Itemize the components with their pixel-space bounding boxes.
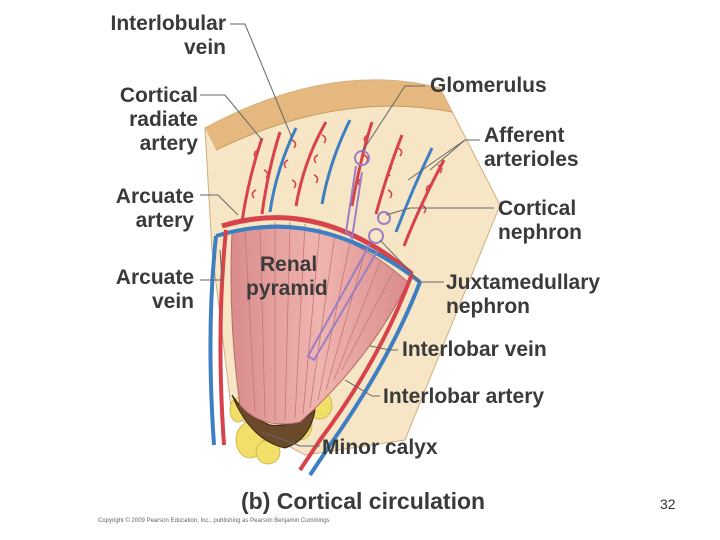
- cortical-nephron-label-line1: Cortical: [498, 197, 577, 220]
- interlobular-vein-label: Interlobular vein: [96, 12, 226, 60]
- figure-caption: (b) Cortical circulation: [241, 488, 486, 514]
- arcuate-vein-label-line2: vein: [151, 290, 194, 313]
- minor-calyx-label-text: Minor calyx: [322, 436, 438, 459]
- afferent-arterioles-label-line1: Afferent: [484, 124, 565, 147]
- cortical-radiate-artery-label-line1: Cortical: [119, 84, 198, 107]
- glomerulus-label-text: Glomerulus: [430, 74, 547, 97]
- interlobar-artery-vessel: [298, 273, 414, 472]
- juxtamedullary-nephron-label: Juxtamedullary nephron: [446, 271, 600, 319]
- arcuate-artery-vessel: [221, 215, 414, 276]
- interlobular-vein-label-line2: vein: [183, 36, 226, 59]
- interlobar-artery-label-text: Interlobar artery: [383, 385, 545, 408]
- cortical-radiate-vessels: [240, 119, 446, 247]
- cortical-nephron-label-line2: nephron: [498, 221, 582, 244]
- afferent-arterioles-label-line2: arterioles: [484, 148, 579, 171]
- left-interlobar-vein-vessel: [208, 235, 218, 446]
- arcuate-vein-label: Arcuate vein: [96, 266, 194, 314]
- juxtamedullary-nephron-label-line1: Juxtamedullary: [446, 271, 601, 294]
- arcuate-artery-label: Arcuate artery: [96, 185, 194, 233]
- interlobar-vein-label-text: Interlobar vein: [402, 338, 547, 361]
- arcuate-vein-vessel: [215, 224, 422, 284]
- interlobar-vein-label: Interlobar vein: [402, 338, 547, 362]
- cortical-nephron-shape: [344, 150, 391, 241]
- pyramid-striations: [244, 221, 394, 421]
- arcuate-artery-label-line1: Arcuate: [115, 185, 194, 208]
- cortical-nephron-label: Cortical nephron: [498, 197, 582, 245]
- interlobar-vein-vessel: [308, 281, 422, 477]
- cortical-radiate-artery-label-line2: radiate: [129, 108, 198, 131]
- leader-lines: [200, 23, 494, 447]
- cortical-radiate-artery-label-line3: artery: [139, 132, 198, 155]
- juxtamedullary-nephron-label-line2: nephron: [446, 295, 530, 318]
- left-interlobar-artery-vessel: [218, 229, 228, 446]
- renal-pyramid-label: Renal pyramid: [246, 253, 328, 301]
- juxtamedullary-nephron-shape: [306, 228, 384, 362]
- arcuate-vein-label-line1: Arcuate: [115, 266, 194, 289]
- interlobar-artery-label: Interlobar artery: [383, 385, 544, 409]
- renal-capsule: [205, 79, 452, 150]
- glomerulus-label: Glomerulus: [430, 74, 547, 98]
- arcuate-artery-label-line2: artery: [135, 209, 194, 232]
- cortical-radiate-artery-label: Cortical radiate artery: [96, 84, 198, 156]
- copyright-notice: Copyright © 2009 Pearson Education, Inc.…: [98, 518, 330, 524]
- afferent-arterioles-label: Afferent arterioles: [484, 124, 579, 172]
- slide-number: 32: [660, 496, 676, 512]
- minor-calyx-label: Minor calyx: [322, 436, 438, 460]
- renal-pyramid-label-line1: Renal: [260, 253, 318, 276]
- interlobular-vein-label-line1: Interlobular: [110, 12, 226, 35]
- renal-pyramid-label-line2: pyramid: [246, 277, 328, 300]
